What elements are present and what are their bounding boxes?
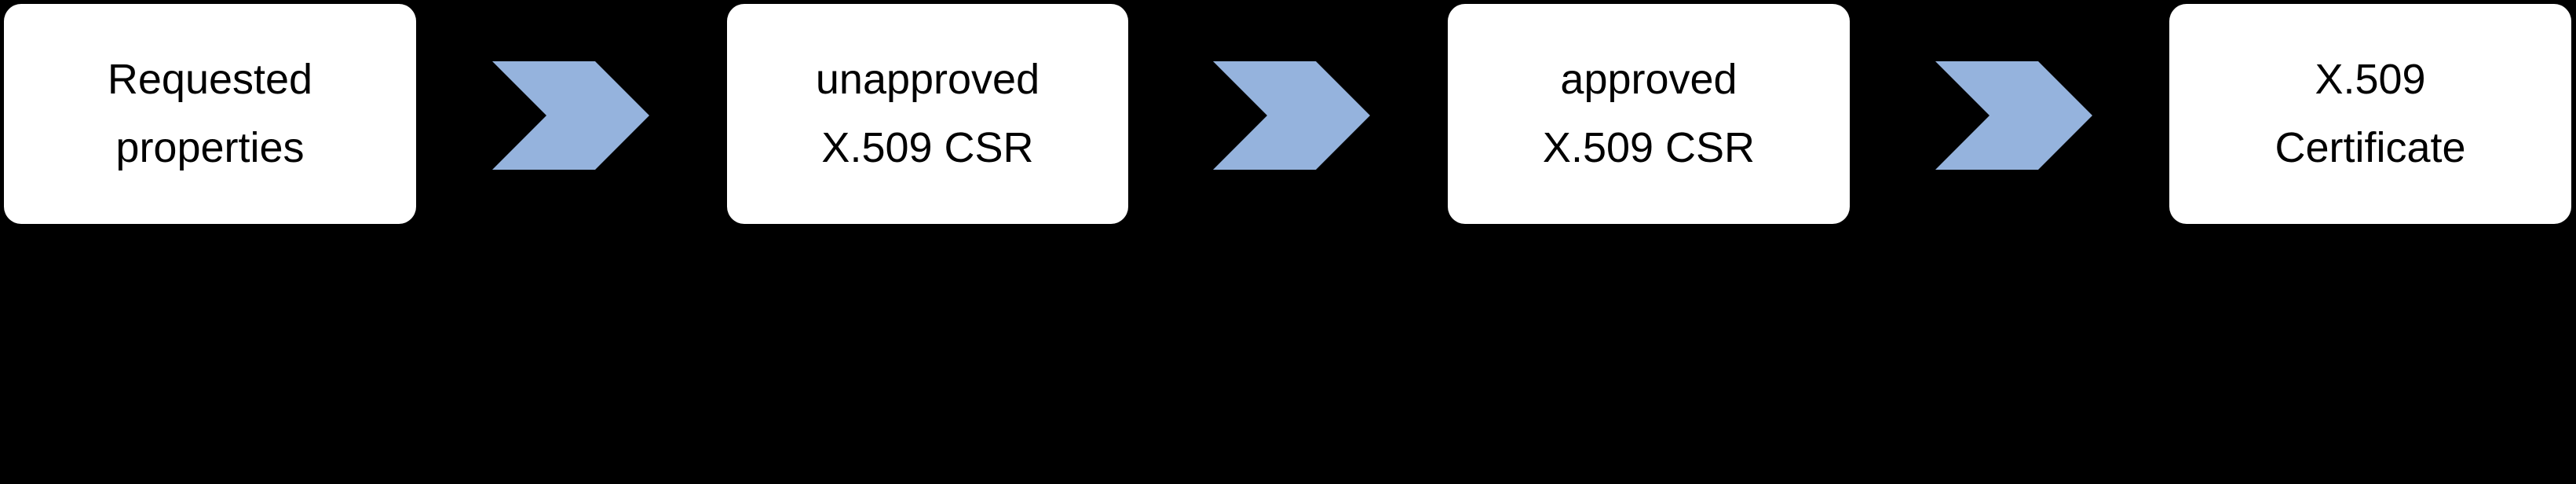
chevron-right-arrow-icon-3 bbox=[1935, 61, 2092, 170]
flow-box-label-line2: X.509 CSR bbox=[1542, 124, 1756, 171]
flow-box-requested-properties[interactable]: Requested properties bbox=[4, 4, 416, 224]
flow-box-unapproved-csr[interactable]: unapproved X.509 CSR bbox=[727, 4, 1128, 224]
flow-box-label-line2: X.509 CSR bbox=[821, 124, 1034, 171]
flow-box-approved-csr[interactable]: approved X.509 CSR bbox=[1448, 4, 1850, 224]
chevron-right-arrow-icon bbox=[492, 61, 649, 170]
chevron-right-arrow-icon bbox=[1213, 61, 1370, 170]
chevron-right-arrow-icon bbox=[1935, 61, 2092, 170]
flow-box-label-line1: X.509 bbox=[2315, 55, 2426, 103]
flow-box-label-line2: properties bbox=[115, 124, 305, 171]
chevron-right-arrow-icon-2 bbox=[1213, 61, 1370, 170]
flow-box-label-line2: Certificate bbox=[2275, 124, 2466, 171]
flow-box-label-line1: unapproved bbox=[815, 55, 1040, 103]
flow-box-label-line1: Requested bbox=[107, 55, 313, 103]
flow-box-label-line1: approved bbox=[1560, 55, 1737, 103]
chevron-right-arrow-icon-1 bbox=[492, 61, 649, 170]
flow-box-x509-certificate[interactable]: X.509 Certificate bbox=[2169, 4, 2571, 224]
